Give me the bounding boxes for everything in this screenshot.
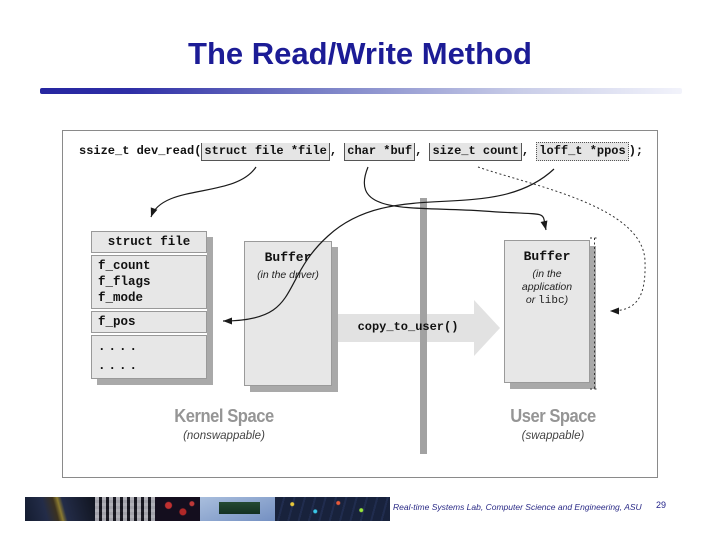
kernel-space-label: Kernel Space — [174, 406, 274, 426]
user-buffer-box: Buffer (in the application or libc) — [504, 240, 590, 383]
user-buffer-sub-line3: or libc) — [525, 294, 569, 307]
title-underline-rule — [40, 88, 682, 94]
user-buffer-subtitle: (in the application or libc) — [505, 268, 589, 308]
param-count: size_t count — [429, 143, 522, 161]
field-f-flags: f_flags — [98, 275, 151, 289]
slide-title: The Read/Write Method — [188, 36, 532, 71]
arrowhead-count — [610, 307, 619, 315]
struct-file-box: struct file f_count f_flags f_mode f_pos… — [91, 231, 207, 379]
photo-segment-screen — [200, 497, 275, 521]
user-space-label: User Space — [510, 406, 596, 426]
page-number: 29 — [656, 500, 667, 510]
param-buf: char *buf — [344, 143, 416, 161]
arrow-buf-to-user-buffer — [363, 166, 547, 231]
user-buffer-sub-line2: application — [521, 281, 573, 293]
kernel-space-sublabel: (nonswappable) — [183, 430, 265, 442]
user-space-sublabel: (swappable) — [521, 430, 585, 442]
struct-file-header: struct file — [91, 231, 207, 253]
photo-segment-circuit-board — [275, 497, 390, 521]
footer-credit: Real-time Systems Lab, Computer Science … — [393, 502, 642, 512]
field-f-mode: f_mode — [98, 291, 144, 305]
arrowhead-file — [150, 207, 158, 217]
signature-suffix: ); — [628, 144, 644, 158]
ellipsis-row: .... — [98, 359, 141, 373]
field-f-pos: f_pos — [98, 315, 136, 329]
diagram-frame: ssize_t dev_read(struct file *file, char… — [62, 130, 658, 478]
signature-prefix: ssize_t dev_read( — [79, 144, 202, 158]
arrowhead-ppos — [223, 317, 232, 325]
driver-buffer-subtitle: (in the driver) — [257, 269, 319, 281]
kernel-user-divider-bar — [420, 198, 427, 454]
arrowhead-buf — [540, 220, 548, 230]
user-buffer-sub-line1: (in the — [532, 268, 562, 280]
libc-code-text: libc — [538, 295, 565, 307]
driver-buffer-title: Buffer — [264, 250, 312, 265]
photo-segment-keyboard — [95, 497, 155, 521]
copy-to-user-label: copy_to_user() — [357, 320, 459, 334]
photo-segment-red-lights — [155, 497, 200, 521]
function-signature: ssize_t dev_read(struct file *file, char… — [79, 142, 644, 161]
param-file: struct file *file — [201, 143, 330, 161]
struct-file-fields: f_count f_flags f_mode — [91, 255, 207, 309]
arrow-file-to-struct-file — [150, 166, 257, 218]
signature-sep1: , — [329, 144, 345, 158]
photo-segment-cables — [25, 497, 95, 521]
buffer-extent-dotted-line — [590, 237, 599, 390]
driver-buffer-box: Buffer (in the driver) — [244, 241, 332, 386]
signature-sep2: , — [415, 144, 430, 158]
signature-sep3: , — [521, 144, 537, 158]
struct-file-ellipsis: .... .... — [91, 335, 207, 379]
user-buffer-title: Buffer — [523, 249, 571, 264]
field-f-count: f_count — [98, 259, 151, 273]
footer-photo-strip — [25, 497, 390, 521]
param-ppos: loff_t *ppos — [536, 142, 629, 161]
ellipsis-row: .... — [98, 340, 141, 354]
field-f-pos-row: f_pos — [91, 311, 207, 333]
